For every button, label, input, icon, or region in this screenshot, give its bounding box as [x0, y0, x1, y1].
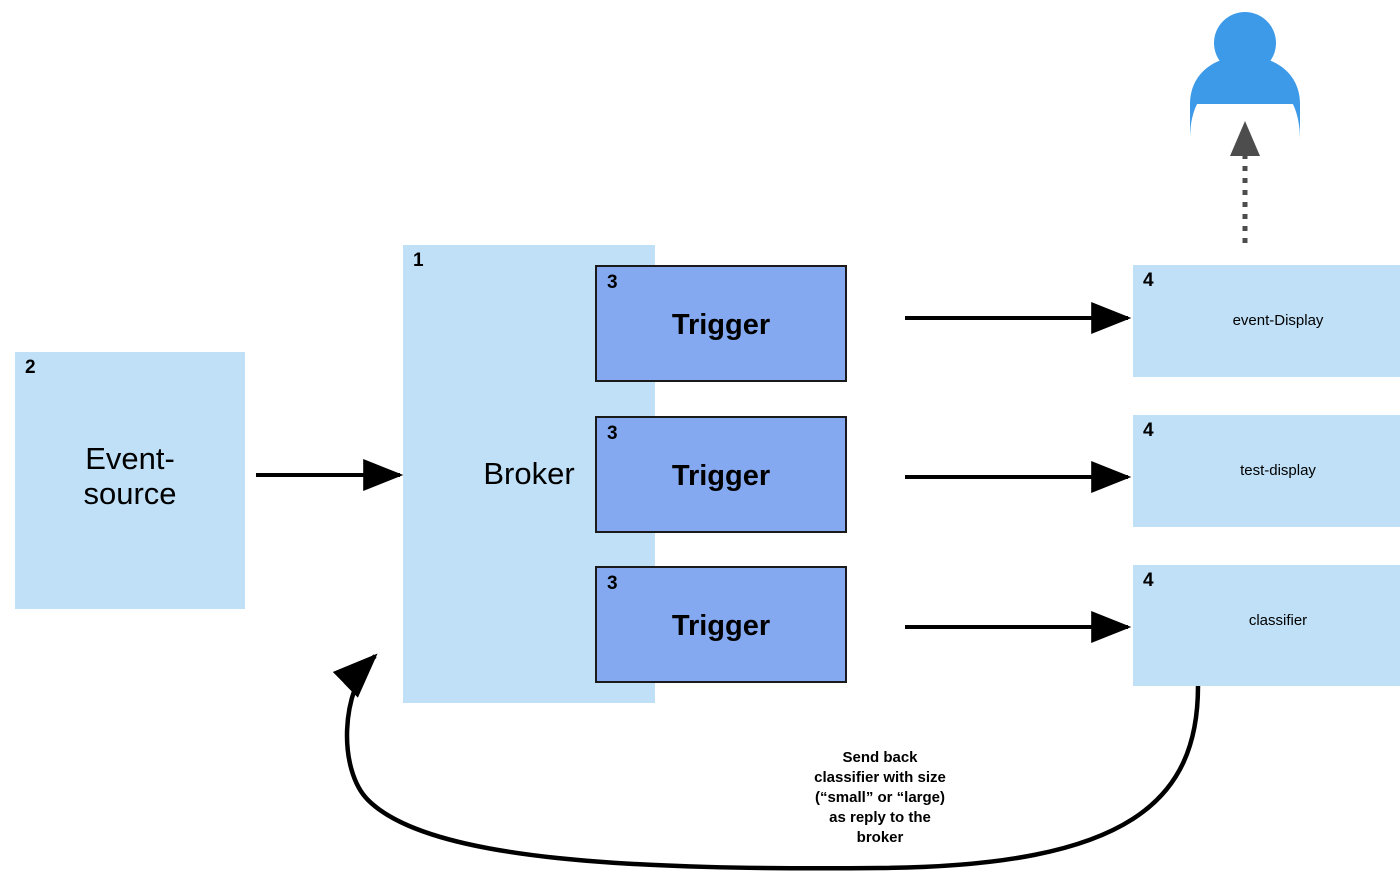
event-source-number: 2	[25, 357, 36, 378]
sink-2-label: test-display	[1240, 462, 1316, 479]
trigger-1-number: 3	[607, 272, 618, 293]
trigger-1-label: Trigger	[671, 309, 771, 341]
trigger-2-label: Trigger	[671, 460, 771, 492]
broker-label: Broker	[483, 456, 575, 491]
user-person-icon	[1190, 12, 1300, 140]
sink-box-event-display[interactable]: 4 event-Display	[1133, 265, 1400, 377]
trigger-3-number: 3	[607, 573, 618, 594]
sink-2-number: 4	[1143, 420, 1154, 441]
event-source-box[interactable]: 2 Event- source	[15, 352, 245, 609]
sink-box-test-display[interactable]: 4 test-display	[1133, 415, 1400, 527]
trigger-3-label: Trigger	[671, 610, 771, 642]
event-source-label-line2: source	[83, 476, 177, 511]
trigger-box-1[interactable]: 3 Trigger	[595, 265, 847, 382]
broker-number: 1	[413, 250, 424, 271]
trigger-2-number: 3	[607, 423, 618, 444]
sink-box-classifier[interactable]: 4 classifier	[1133, 565, 1400, 686]
event-source-label-line1: Event-	[85, 441, 175, 476]
sink-1-label: event-Display	[1232, 312, 1324, 329]
sink-1-number: 4	[1143, 270, 1154, 291]
trigger-box-3[interactable]: 3 Trigger	[595, 566, 847, 683]
sink-3-number: 4	[1143, 570, 1154, 591]
trigger-box-2[interactable]: 3 Trigger	[595, 416, 847, 533]
sink-3-label: classifier	[1248, 612, 1308, 629]
feedback-caption: Send back classifier with size (“small” …	[814, 749, 946, 846]
